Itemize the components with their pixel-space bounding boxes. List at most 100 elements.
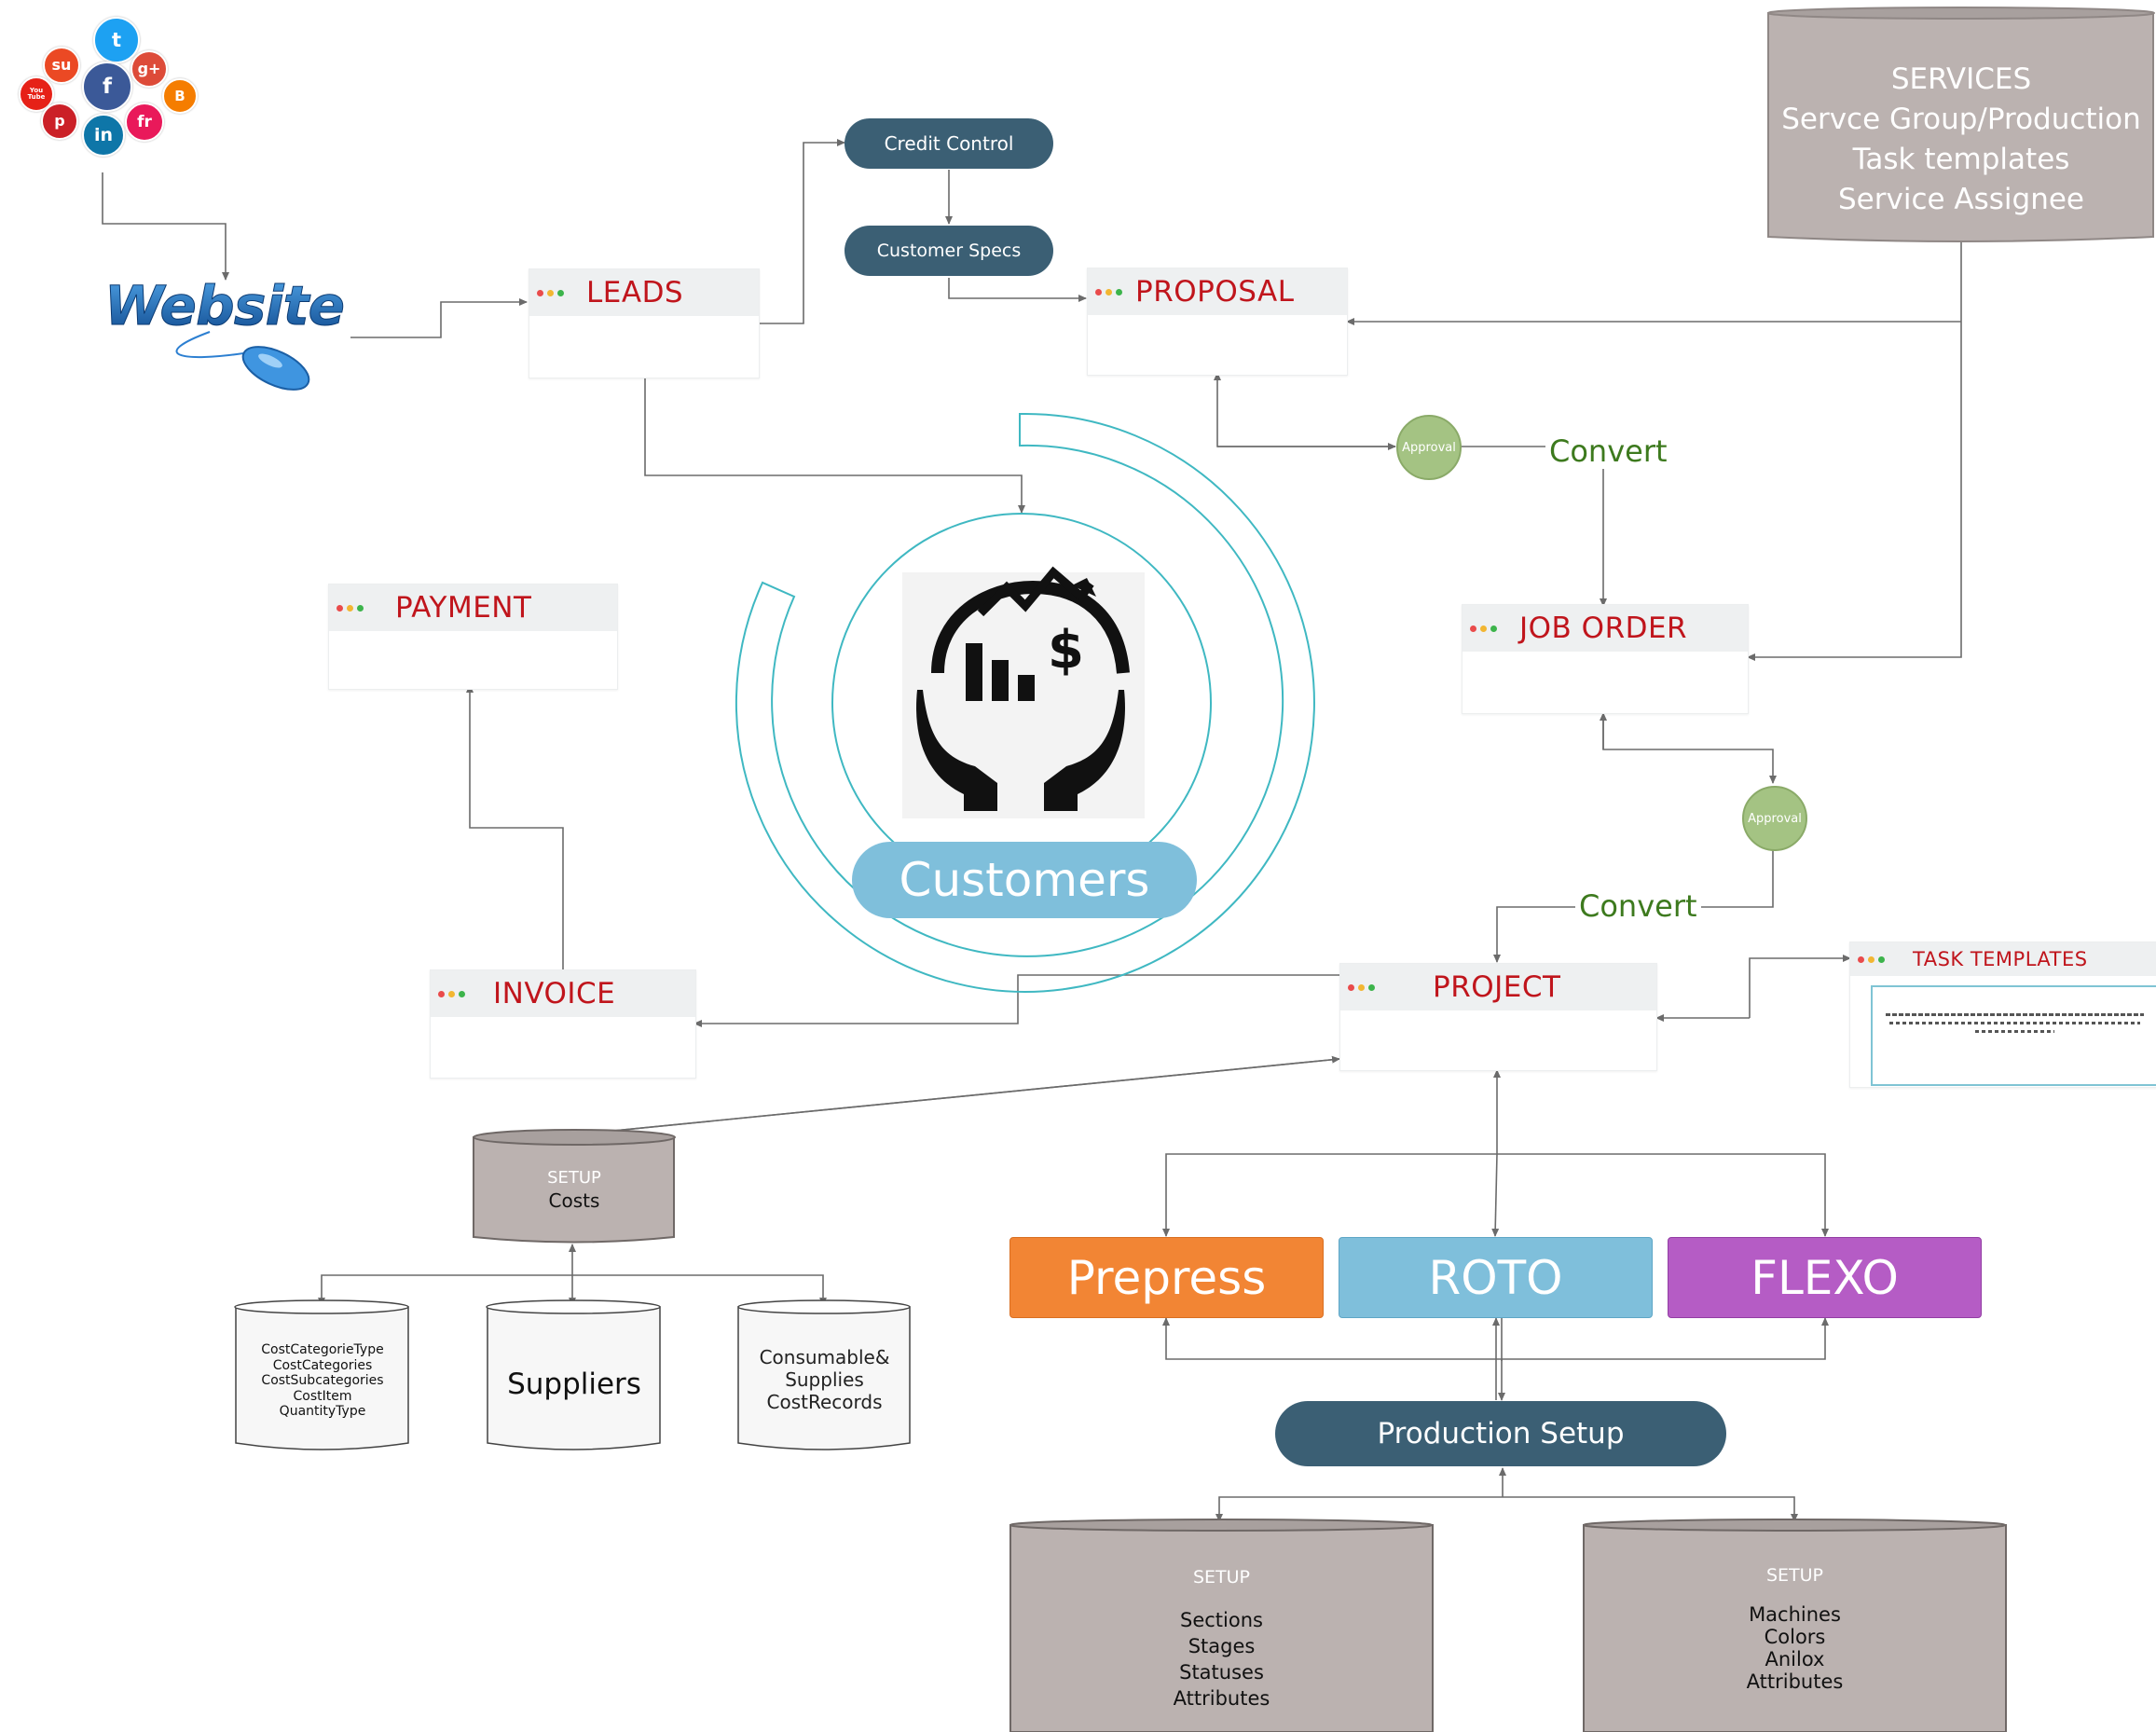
flexo-box[interactable]: FLEXO: [1668, 1237, 1982, 1318]
invoice-title: INVOICE: [493, 977, 616, 1010]
connector-project-roto: [1491, 1153, 1500, 1237]
invoice-card[interactable]: INVOICE: [430, 969, 696, 1079]
leads-card-header: LEADS: [529, 269, 759, 316]
services-line: Task templates: [1852, 143, 2070, 176]
convert-label: Convert: [1575, 888, 1701, 924]
suppliers-cylinder: [486, 1299, 661, 1450]
cost-categories-text: CostCategorieType CostCategories CostSub…: [236, 1342, 409, 1420]
setup-sections-title: SETUP: [1192, 1567, 1251, 1588]
window-dots-icon: [1348, 983, 1375, 991]
friendfeed-icon[interactable]: fr: [125, 103, 164, 142]
consumables-line: Supplies: [785, 1368, 864, 1391]
customer-specs-pill[interactable]: Customer Specs: [845, 226, 1053, 276]
connector-project-flexo: [1497, 1153, 1829, 1237]
services-line: Servce Group/Production: [1781, 103, 2141, 136]
stumbleupon-icon[interactable]: su: [43, 47, 80, 84]
invoice-card-header: INVOICE: [431, 970, 695, 1017]
proposal-card[interactable]: PROPOSAL: [1087, 268, 1348, 376]
setup-machines-cylinder: [1583, 1519, 2007, 1732]
customers-outer-ring-arc: [735, 412, 1315, 993]
linkedin-icon[interactable]: in: [82, 114, 125, 157]
window-dots-icon: [537, 289, 564, 296]
window-dots-icon: [1858, 955, 1885, 963]
payment-card[interactable]: PAYMENT: [328, 584, 618, 690]
window-dots-icon: [1095, 288, 1122, 296]
setup-costs-text: SETUP Costs: [474, 1168, 675, 1213]
task-templates-card[interactable]: TASK TEMPLATES: [1849, 942, 2156, 1088]
connector-project-prepress: [1162, 1153, 1497, 1237]
project-card-header: PROJECT: [1340, 964, 1656, 1010]
connector-setup-prepress: [1162, 1317, 1503, 1361]
consumables-line: CostRecords: [766, 1391, 883, 1413]
services-title: SERVICES: [1890, 62, 2032, 96]
connector-invoice-payment: [466, 684, 564, 969]
customers-pill[interactable]: Customers: [852, 842, 1197, 918]
cost-category-line: CostItem: [293, 1388, 352, 1404]
connector-leads-credit: [760, 139, 845, 324]
task-templates-title: TASK TEMPLATES: [1913, 948, 2088, 970]
consumables-line: Consumable&: [759, 1346, 890, 1368]
job-order-card[interactable]: JOB ORDER: [1462, 604, 1749, 714]
website-text: Website: [104, 274, 345, 337]
setup-sections-cylinder: [1009, 1519, 1434, 1732]
setup-sections-line: Attributes: [1173, 1687, 1270, 1710]
connector-website-leads: [350, 298, 528, 338]
setup-costs-title: SETUP: [547, 1168, 601, 1188]
cost-categories-cylinder: [234, 1299, 409, 1450]
facebook-icon[interactable]: f: [82, 62, 132, 112]
connector-costs-categories: [318, 1274, 572, 1306]
mouse-cable-icon: [175, 331, 251, 359]
production-setup-pill[interactable]: Production Setup: [1275, 1401, 1726, 1466]
consumables-text: Consumable& Supplies CostRecords: [738, 1346, 911, 1413]
setup-sections-line: Statuses: [1179, 1661, 1264, 1684]
cost-category-line: CostCategories: [272, 1357, 373, 1373]
setup-machines-line: Colors: [1764, 1626, 1826, 1648]
googleplus-icon[interactable]: g+: [130, 50, 168, 88]
proposal-card-header: PROPOSAL: [1088, 268, 1347, 315]
setup-sections-line: Sections: [1180, 1609, 1263, 1631]
blogger-icon[interactable]: B: [162, 78, 198, 114]
hands-growth-icon: $: [902, 566, 1145, 818]
pinterest-icon[interactable]: p: [41, 103, 78, 140]
approval-node[interactable]: Approval: [1742, 786, 1807, 851]
setup-machines-line: Anilox: [1765, 1648, 1825, 1670]
connector-leads-customers: [644, 378, 1025, 514]
connector-specs-proposal: [948, 278, 1087, 302]
consumables-cylinder: [737, 1299, 911, 1450]
proposal-title: PROPOSAL: [1135, 275, 1295, 309]
connector-services-joborder: [1747, 242, 1962, 661]
leads-title: LEADS: [586, 276, 684, 309]
twitter-icon[interactable]: t: [93, 17, 140, 63]
setup-machines-title: SETUP: [1765, 1565, 1824, 1586]
setup-machines-text: SETUP Machines Colors Anilox Attributes: [1584, 1564, 2006, 1693]
website-logo[interactable]: Website: [104, 274, 346, 398]
job-order-title: JOB ORDER: [1519, 612, 1688, 645]
services-text: SERVICES Servce Group/Production Task te…: [1768, 60, 2154, 220]
roto-box[interactable]: ROTO: [1339, 1237, 1653, 1318]
cost-category-line: QuantityType: [279, 1404, 366, 1419]
svg-text:$: $: [1048, 620, 1084, 680]
task-templates-preview: [1871, 985, 2156, 1086]
services-cylinder: [1767, 7, 2155, 242]
suppliers-text: Suppliers: [507, 1368, 641, 1401]
connector-social-website: [102, 172, 229, 281]
setup-sections-line: Stages: [1188, 1635, 1256, 1657]
prepress-box[interactable]: Prepress: [1009, 1237, 1324, 1318]
project-card[interactable]: PROJECT: [1339, 963, 1657, 1071]
leads-card[interactable]: LEADS: [529, 268, 760, 378]
connector-project-invoice: [693, 974, 1339, 1027]
connector-project-tasktemplates: [1749, 955, 1851, 1018]
project-title: PROJECT: [1433, 970, 1561, 1004]
connector-setup-flexo: [1502, 1317, 1829, 1360]
setup-costs-subtitle: Costs: [548, 1189, 600, 1212]
approval-node[interactable]: Approval: [1396, 415, 1462, 480]
connector-approval-proposal: [1214, 372, 1395, 447]
setup-costs-cylinder: [473, 1129, 676, 1244]
cost-category-line: CostSubcategories: [261, 1373, 384, 1388]
connector-joborder-approval2: [1602, 713, 1777, 784]
setup-sections-text: SETUP Sections Stages Statuses Attribute…: [1010, 1564, 1433, 1711]
window-dots-icon: [336, 604, 364, 612]
connector-costs-consumables: [572, 1274, 827, 1306]
credit-control-pill[interactable]: Credit Control: [845, 118, 1053, 169]
